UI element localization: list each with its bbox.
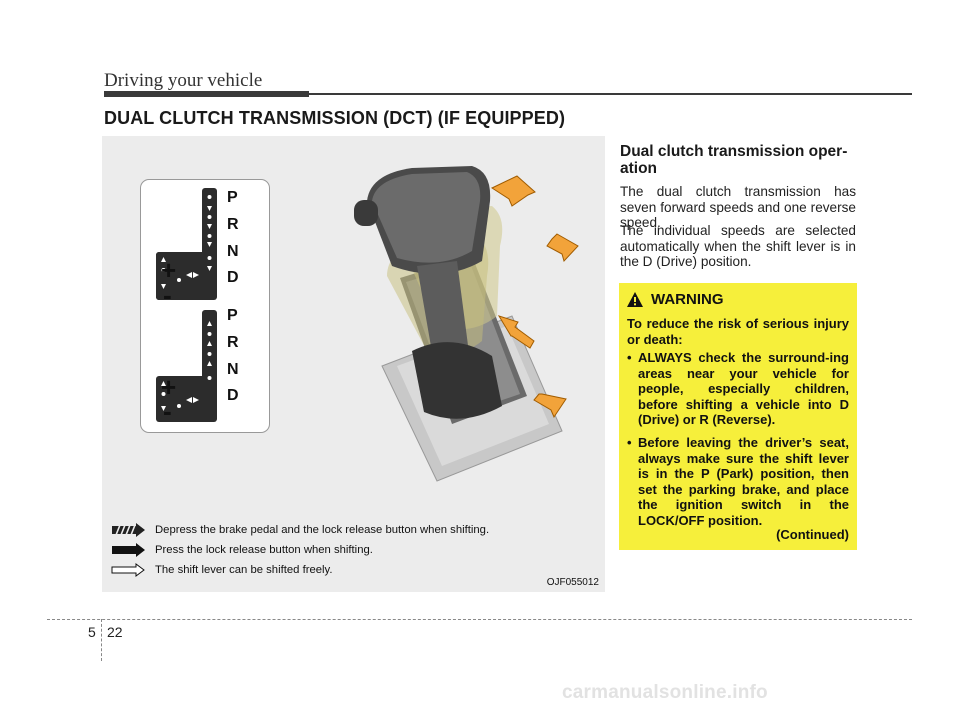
- gear-letter-p: P: [227, 189, 238, 206]
- warning-title: WARNING: [651, 291, 724, 308]
- header-title: Driving your vehicle: [104, 70, 263, 91]
- figure-panel: P R N D + - P R N D + -: [102, 136, 605, 592]
- warning-bullet-text: Before leaving the driver’s seat, always…: [638, 435, 849, 528]
- body-paragraph: The dual clutch transmission has seven f…: [620, 184, 856, 230]
- gear-selector-diagram: P R N D + - P R N D + -: [140, 179, 270, 433]
- gear-letter-d: D: [227, 269, 239, 286]
- minus-sign: -: [163, 280, 172, 310]
- footer-rule: [47, 619, 912, 620]
- warning-bullet: • Before leaving the driver’s seat, alwa…: [627, 435, 849, 529]
- gear-letter-n: N: [227, 243, 239, 260]
- bullet-dot-icon: •: [627, 435, 632, 450]
- footer-divider: [101, 619, 102, 661]
- legend-text: The shift lever can be shifted freely.: [155, 564, 333, 576]
- legend-item: The shift lever can be shifted freely.: [110, 562, 333, 578]
- gear-letter-r: R: [227, 334, 239, 351]
- striped-arrow-icon: [112, 523, 145, 537]
- figure-code: OJF055012: [546, 577, 599, 588]
- shift-lever-illustration: [354, 166, 579, 482]
- gear-letter-r: R: [227, 216, 239, 233]
- section-title: DUAL CLUTCH TRANSMISSION (DCT) (IF EQUIP…: [104, 108, 566, 128]
- bullet-dot-icon: •: [627, 350, 632, 365]
- subsection-heading: Dual clutch transmission oper-ation: [620, 143, 848, 177]
- section-number: 5: [88, 624, 96, 640]
- warning-box: WARNING To reduce the risk of serious in…: [619, 283, 857, 550]
- warning-triangle-icon: [627, 292, 643, 307]
- body-paragraph: The individual speeds are selected autom…: [620, 223, 856, 269]
- warning-bullet-text: ALWAYS check the surround-ing areas near…: [638, 350, 849, 428]
- gear-letter-d: D: [227, 387, 239, 404]
- header-rule: [309, 93, 912, 95]
- gear-letter-n: N: [227, 361, 239, 378]
- warning-intro: To reduce the risk of serious injury or …: [627, 316, 849, 347]
- legend-text: Press the lock release button when shift…: [155, 544, 373, 556]
- warning-header: WARNING: [627, 291, 724, 308]
- legend-item: Press the lock release button when shift…: [110, 542, 373, 558]
- watermark: carmanualsonline.info: [562, 682, 768, 703]
- solid-arrow-icon: [112, 543, 145, 557]
- legend-text: Depress the brake pedal and the lock rel…: [155, 524, 490, 536]
- minus-sign: -: [163, 396, 172, 426]
- plus-sign: +: [161, 255, 177, 285]
- legend-item: Depress the brake pedal and the lock rel…: [110, 522, 489, 538]
- plus-sign: +: [161, 372, 177, 402]
- page-number: 22: [107, 624, 123, 640]
- warning-continued: (Continued): [776, 527, 849, 542]
- outline-arrow-icon: [111, 563, 145, 577]
- header-bar: [104, 91, 309, 97]
- gear-letter-p: P: [227, 307, 238, 324]
- warning-bullet: • ALWAYS check the surround-ing areas ne…: [627, 350, 849, 428]
- shift-gate-diagram: [156, 188, 217, 422]
